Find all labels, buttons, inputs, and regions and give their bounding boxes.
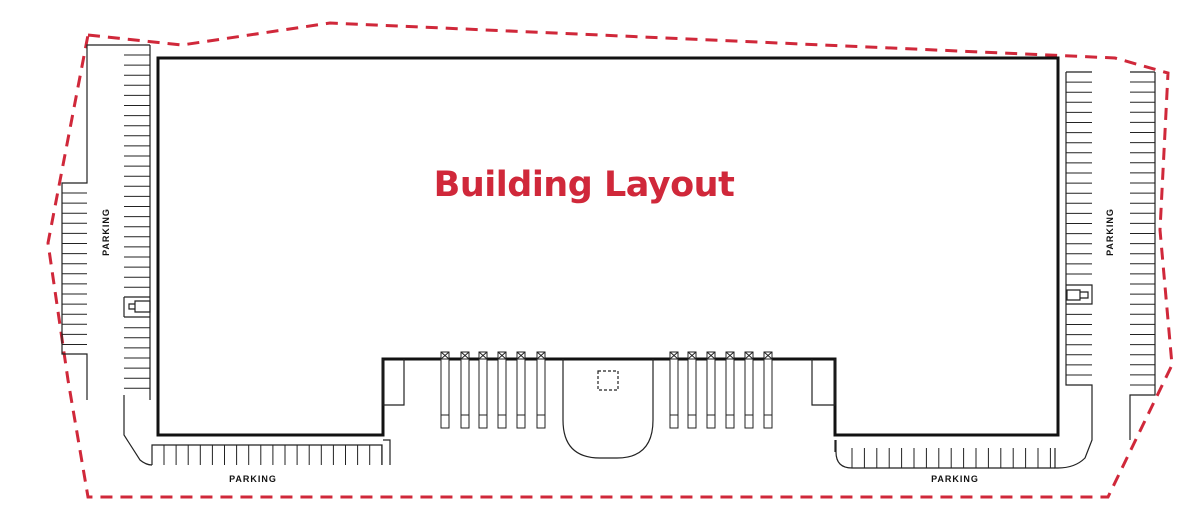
bottom-left-lot (151, 444, 383, 465)
parking-label-bottom-left: PARKING (229, 474, 277, 484)
bottom-right-lot (835, 440, 1055, 469)
building-outline (156, 56, 1060, 437)
dock-side-walls (382, 359, 836, 465)
parking-stalls (62, 54, 1155, 468)
truck-trailer (669, 351, 679, 429)
parking-label-right: PARKING (1105, 208, 1115, 256)
parking-label-bottom-right: PARKING (931, 474, 979, 484)
left-lot-outline (61, 44, 150, 400)
truck-trailer (687, 351, 697, 429)
dashed-pad (597, 370, 619, 391)
truck-trailer (763, 351, 773, 429)
truck-trailer (725, 351, 735, 429)
ada-stall-left (123, 296, 151, 318)
truck-trailer (744, 351, 754, 429)
left-lot-inner (123, 45, 153, 466)
truck-trailer (706, 351, 716, 429)
truck-trailer (460, 351, 470, 429)
ada-stall-right (1066, 284, 1093, 305)
truck-trailer (497, 351, 507, 429)
parking-lots (61, 44, 1156, 469)
truck-trailer (478, 351, 488, 429)
property-boundary (46, 21, 1174, 499)
truck-trailer (516, 351, 526, 429)
parking-label-left: PARKING (101, 208, 111, 256)
title: Building Layout (434, 165, 735, 205)
dock-trucks (440, 351, 773, 429)
right-lot-inner (1054, 71, 1093, 469)
truck-trailer (536, 351, 546, 429)
truck-court (562, 359, 654, 459)
truck-trailer (440, 351, 450, 429)
